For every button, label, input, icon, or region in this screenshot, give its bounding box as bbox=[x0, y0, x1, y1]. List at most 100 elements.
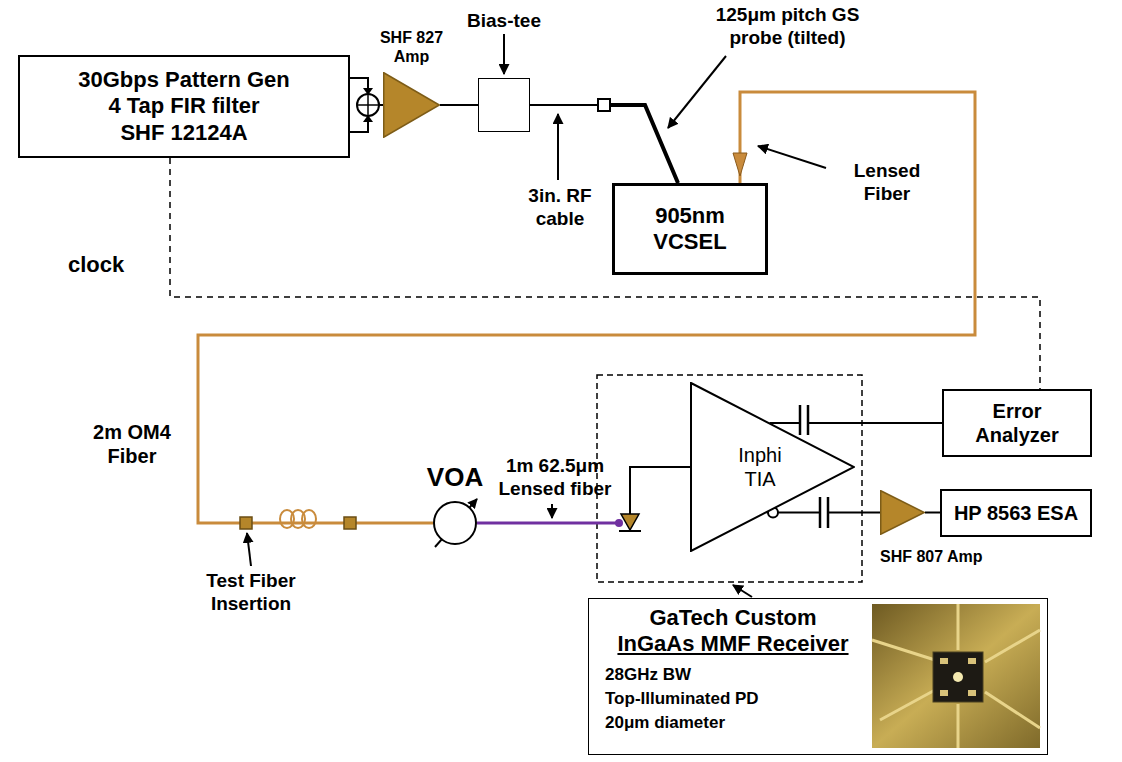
fiber-end-dot bbox=[615, 519, 623, 527]
photo-trace bbox=[985, 692, 1040, 728]
capacitor-plate bbox=[807, 405, 810, 435]
capacitor-gap bbox=[821, 496, 827, 528]
photo-pad bbox=[940, 690, 948, 696]
lensed-fiber-tip bbox=[733, 153, 747, 176]
capacitor-gap bbox=[801, 404, 807, 436]
clock-label: clock bbox=[68, 252, 158, 278]
clock-line bbox=[170, 158, 1040, 389]
vcsel-box: 905nm VCSEL bbox=[612, 183, 768, 275]
capacitor-plate bbox=[827, 497, 830, 528]
photo-trace bbox=[985, 630, 1040, 662]
photo-pad bbox=[968, 690, 976, 696]
triangle-outline bbox=[383, 72, 440, 138]
photo-chip bbox=[933, 652, 983, 702]
label-group: Test Fiber Insertion bbox=[196, 570, 306, 616]
photodiode-bar bbox=[619, 530, 641, 532]
fiber-label: 1m 62.5μm Lensed fiber bbox=[490, 455, 620, 501]
triangle-outline bbox=[880, 490, 925, 535]
amplifier-label: SHF 827 Amp bbox=[372, 28, 452, 66]
photo-trace bbox=[880, 690, 935, 720]
summing-junction bbox=[357, 94, 379, 116]
photodiode-wire bbox=[630, 467, 690, 514]
text-group: 30Gbps Pattern Gen4 Tap FIR filterSHF 12… bbox=[78, 67, 290, 146]
capacitor-plate bbox=[819, 497, 822, 528]
triangle-outline bbox=[690, 382, 855, 552]
rf-probe bbox=[611, 105, 678, 183]
box-label: 4 Tap FIR filter bbox=[78, 93, 290, 119]
label-group: 2m OM4 Fiber bbox=[82, 420, 182, 468]
signal-wire bbox=[770, 422, 942, 424]
callout-heading: GaTech Custom bbox=[597, 605, 869, 631]
triangle-shape bbox=[881, 491, 925, 535]
text-group: SHF 807 Amp bbox=[880, 547, 983, 566]
callout-spec: 28GHz BW bbox=[597, 664, 869, 685]
error-analyzer-box: Error Analyzer bbox=[942, 389, 1092, 457]
leader-arrow bbox=[247, 533, 251, 566]
box-label: SHF 12124A bbox=[78, 120, 290, 146]
leader-arrow bbox=[557, 114, 559, 180]
label-group: 3in. RF cable bbox=[528, 185, 592, 231]
amplifier-symbol: SHF 807 Amp bbox=[880, 490, 925, 535]
leader-arrow bbox=[668, 56, 726, 128]
text-group: VOA bbox=[427, 462, 483, 493]
insertion-label: Test Fiber Insertion bbox=[196, 570, 306, 616]
photo-trace bbox=[872, 640, 935, 660]
arrowhead bbox=[363, 115, 373, 122]
tia-label: Inphi TIA bbox=[724, 443, 796, 491]
pattern-generator-box: 30Gbps Pattern Gen4 Tap FIR filterSHF 12… bbox=[18, 55, 350, 158]
amplifier-symbol: SHF 827 Amp bbox=[383, 72, 440, 138]
text-group: HP 8563 ESA bbox=[954, 501, 1078, 525]
photo-pad bbox=[968, 658, 976, 664]
photo-trace bbox=[957, 704, 960, 748]
arrowhead bbox=[363, 88, 373, 95]
text-group: GaTech CustomInGaAs MMF Receiver 28GHz BW… bbox=[597, 605, 869, 734]
leader-arrow bbox=[551, 504, 553, 518]
cable-label: 3in. RF cable bbox=[528, 185, 592, 231]
receiver-dashed-outline bbox=[597, 375, 862, 582]
text-group: SHF 827 Amp bbox=[372, 28, 452, 66]
tia-triangle: Inphi TIA bbox=[690, 382, 855, 552]
purple-fiber bbox=[477, 522, 616, 525]
triangle-shape bbox=[384, 73, 440, 138]
leader-arrow bbox=[733, 585, 752, 597]
text-group: Inphi TIA bbox=[724, 443, 796, 491]
text-group: 905nm VCSEL bbox=[640, 203, 740, 256]
label-group: 125μm pitch GS probe (tilted) bbox=[700, 4, 875, 50]
label-group: Lensed Fiber bbox=[832, 160, 942, 206]
box-label: 905nm VCSEL bbox=[640, 203, 740, 256]
photo-trace bbox=[957, 604, 960, 650]
label-group: clock bbox=[68, 252, 158, 278]
photo-pad bbox=[940, 658, 948, 664]
callout-spec: Top-Illuminated PD bbox=[597, 688, 869, 709]
leader-arrow bbox=[758, 146, 826, 168]
callout-spec: 20μm diameter bbox=[597, 712, 869, 733]
capacitor-plate bbox=[799, 405, 802, 435]
receiver-callout-box: GaTech CustomInGaAs MMF Receiver 28GHz BW… bbox=[588, 598, 1048, 755]
callout-heading: InGaAs MMF Receiver bbox=[597, 631, 869, 657]
leader-arrow bbox=[503, 34, 505, 74]
fiber-coil bbox=[302, 510, 316, 528]
bias-tee-label: Bias-tee bbox=[467, 10, 541, 33]
attenuator-circle: VOA bbox=[433, 501, 477, 545]
bias-tee-box: Bias-tee bbox=[478, 78, 530, 132]
fiber-connector bbox=[240, 517, 252, 529]
fiber-label: 2m OM4 Fiber bbox=[82, 420, 182, 468]
fiber-label: Lensed Fiber bbox=[832, 160, 942, 206]
label-group: 1m 62.5μm Lensed fiber bbox=[490, 455, 620, 501]
triangle-shape bbox=[691, 383, 854, 551]
summing-cross bbox=[367, 94, 369, 116]
box-label: HP 8563 ESA bbox=[954, 501, 1078, 525]
photodiode-symbol bbox=[621, 514, 639, 530]
rf-cable bbox=[530, 105, 678, 183]
text-group: Error Analyzer bbox=[965, 399, 1070, 447]
box-label: Error Analyzer bbox=[965, 399, 1070, 447]
text-group: Bias-tee bbox=[467, 10, 541, 33]
amplifier-label: SHF 807 Amp bbox=[880, 547, 983, 566]
receiver-photo bbox=[872, 604, 1040, 748]
spectrum-analyzer-box: HP 8563 ESA bbox=[940, 489, 1092, 537]
signal-wire bbox=[440, 104, 478, 106]
probe-label: 125μm pitch GS probe (tilted) bbox=[700, 4, 875, 50]
box-label: 30Gbps Pattern Gen bbox=[78, 67, 290, 93]
